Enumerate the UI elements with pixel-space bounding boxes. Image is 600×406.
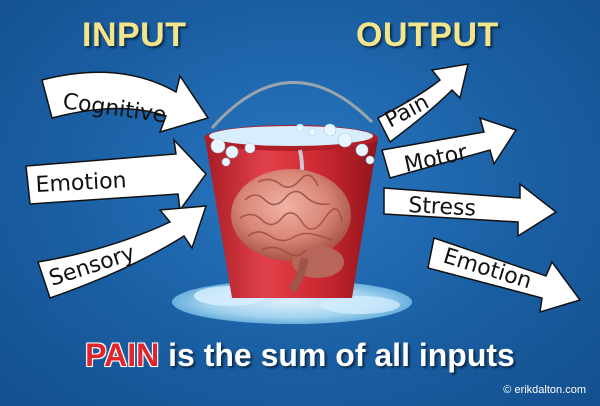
output-label-stress: Stress xyxy=(408,193,477,222)
output-arrow-pain: Pain xyxy=(377,63,469,144)
input-arrow-emotion: Emotion xyxy=(25,137,207,212)
caption-highlight: PAIN xyxy=(85,337,160,373)
output-arrow-emotion: Emotion xyxy=(427,237,582,314)
bucket-handle xyxy=(210,80,374,129)
output-arrows: Pain Motor Stress Emotion xyxy=(377,63,582,314)
input-label-sensory: Sensory xyxy=(46,241,138,292)
caption-rest: is the sum of all inputs xyxy=(159,337,515,373)
input-arrow-sensory: Sensory xyxy=(37,205,208,299)
input-arrow-cognitive: Cognitive xyxy=(41,71,210,134)
output-label-emotion: Emotion xyxy=(440,244,534,294)
input-heading: INPUT xyxy=(82,16,187,54)
brain-icon xyxy=(231,169,351,293)
copyright-notice: © erikdalton.com xyxy=(503,384,586,396)
caption: PAIN is the sum of all inputs xyxy=(0,337,600,374)
input-label-emotion: Emotion xyxy=(35,168,127,198)
output-heading: OUTPUT xyxy=(356,16,499,54)
output-arrow-stress: Stress xyxy=(383,182,558,238)
input-arrows: Cognitive Emotion Sensory xyxy=(25,71,210,299)
